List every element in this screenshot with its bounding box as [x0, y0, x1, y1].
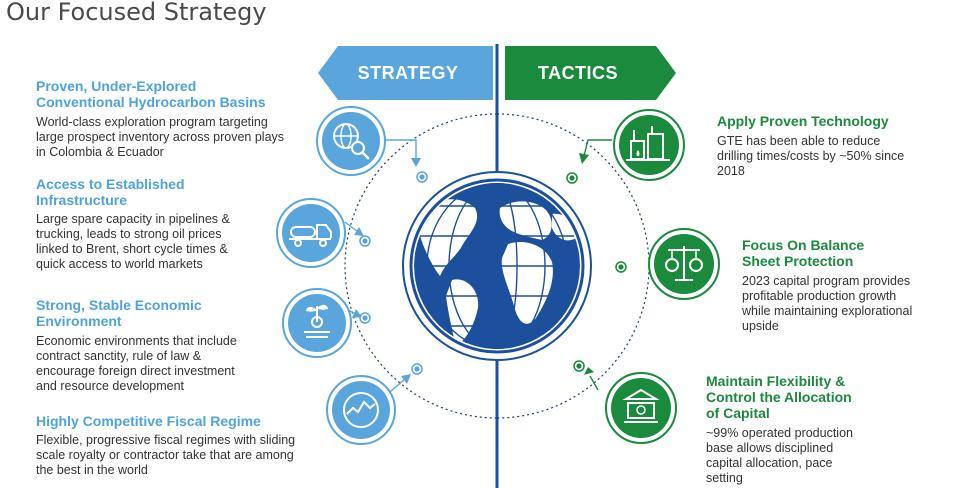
connector-arrows: [344, 139, 612, 393]
strategy-2-description: Large spare capacity in pipelines &truck…: [36, 212, 230, 271]
tanker-truck-icon: [276, 198, 346, 268]
strategy-banner-label: STRATEGY: [357, 63, 459, 83]
strategy-4-description: Flexible, progressive fiscal regimes wit…: [36, 433, 296, 477]
strategy-4-title: Highly Competitive Fiscal Regime: [36, 413, 261, 429]
strategy-banner: [318, 46, 493, 100]
balance-scale-icon: [648, 228, 720, 300]
page-title: Our Focused Strategy: [6, 0, 267, 26]
tactics-banner: [505, 46, 676, 100]
trend-chart-icon: [326, 375, 396, 445]
plant-coins-icon: [282, 288, 352, 358]
orbit-dots: [359, 171, 627, 375]
tactics-banner-label: TACTICS: [537, 63, 619, 83]
tactic-1-title: Apply Proven Technology: [717, 113, 889, 129]
globe-icon: [402, 171, 592, 361]
bank-money-icon: [605, 372, 677, 444]
strategy-1-description: World-class exploration program targetin…: [36, 115, 285, 159]
globe-magnifier-icon: [316, 106, 386, 176]
tactic-3-title: Maintain Flexibility &Control the Alloca…: [706, 373, 852, 421]
oil-refinery-icon: [613, 109, 685, 181]
